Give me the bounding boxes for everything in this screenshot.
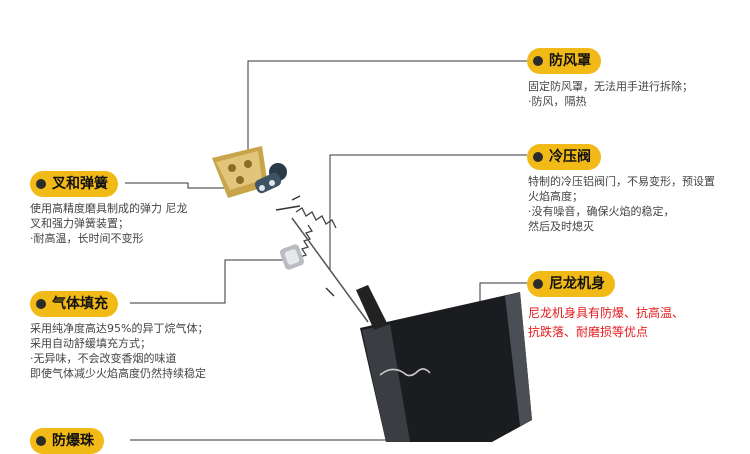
desc-line: 即使气体减少火焰高度仍然持续稳定: [30, 367, 206, 380]
desc-line: ·无异味，不会改变香烟的味道: [30, 352, 177, 365]
leader-line-valve: [329, 154, 527, 270]
small-parts-icon: [275, 195, 335, 297]
desc-line: 固定防风罩，无法用手进行拆除；: [528, 80, 693, 93]
desc-line: 抗跌落、耐磨损等优点: [528, 325, 649, 339]
leader-line-gas: [130, 259, 285, 304]
valve-fork-icon: [254, 163, 287, 194]
desc-line: 使用高精度磨具制成的弹力 尼龙: [30, 202, 188, 215]
callout-valve-title: 冷压阀: [527, 144, 601, 170]
desc-line: 采用纯净度高达95%的异丁烷气体；: [30, 322, 209, 335]
connector-lines: [125, 60, 532, 442]
leader-line-windshield: [247, 60, 527, 150]
lighter-diagram: 防风罩 固定防风罩，无法用手进行拆除； ·防风，隔热 冷压阀 特制的冷压铝阀门，…: [30, 48, 715, 454]
desc-line: 叉和强力弹簧装置；: [30, 217, 129, 230]
callout-bottom-title: 防爆珠: [30, 428, 104, 454]
desc-line: 然后及时熄灭: [528, 220, 594, 233]
callout-gas-title: 气体填充: [30, 291, 118, 317]
callout-windshield-desc: 固定防风罩，无法用手进行拆除； ·防风，隔热: [528, 79, 693, 109]
callout-spring-title: 叉和弹簧: [30, 171, 118, 197]
callout-gas-desc: 采用纯净度高达95%的异丁烷气体； 采用自动舒缓填充方式； ·无异味，不会改变香…: [30, 321, 208, 381]
desc-line: ·耐高温，长时间不变形: [30, 232, 144, 245]
windshield-cap-icon: [212, 146, 268, 198]
desc-line: 尼龙机身具有防爆、抗高温、: [528, 306, 685, 320]
gas-nozzle-icon: [279, 244, 305, 270]
desc-line: 特制的冷压铝阀门，不易变形，预设置: [528, 175, 715, 188]
callout-spring-desc: 使用高精度磨具制成的弹力 尼龙 叉和强力弹簧装置； ·耐高温，长时间不变形: [30, 201, 188, 246]
desc-line: 火焰高度；: [528, 190, 583, 203]
callout-nylon-title: 尼龙机身: [527, 271, 615, 297]
spring-icon: [295, 207, 337, 258]
desc-line: ·防风，隔热: [528, 95, 587, 108]
desc-line: 采用自动舒缓填充方式；: [30, 337, 151, 350]
callout-nylon-desc: 尼龙机身具有防爆、抗高温、 抗跌落、耐磨损等优点: [528, 304, 684, 342]
callout-windshield-title: 防风罩: [527, 48, 601, 74]
desc-line: ·没有噪音，确保火焰的稳定，: [528, 205, 675, 218]
callout-valve-desc: 特制的冷压铝阀门，不易变形，预设置 火焰高度； ·没有噪音，确保火焰的稳定， 然…: [528, 174, 715, 234]
lighter-body-icon: [356, 285, 532, 442]
